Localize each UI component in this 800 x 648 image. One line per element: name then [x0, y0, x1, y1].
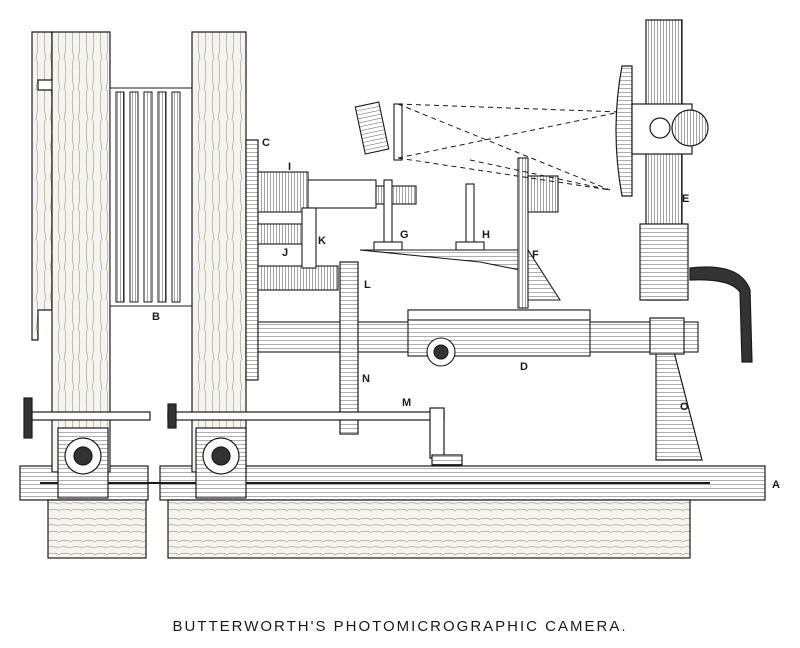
drive-lever [339, 261, 359, 435]
label-o: O [680, 401, 689, 413]
label-l: L [364, 279, 371, 291]
label-i: I [288, 161, 291, 173]
bellows [109, 87, 193, 307]
label-j: J [282, 247, 288, 259]
support-bracket [649, 317, 703, 461]
base-board [19, 465, 766, 559]
rear-standard [31, 31, 111, 473]
label-h: H [482, 229, 490, 241]
light-rays [397, 103, 621, 191]
figure-caption: BUTTERWORTH'S PHOTOMICROGRAPHIC CAMERA. [172, 618, 628, 635]
illuminator-column [615, 19, 753, 363]
label-n: N [362, 373, 370, 385]
label-d: D [520, 361, 528, 373]
optical-rail [257, 309, 699, 367]
pinion-boxes [57, 427, 247, 499]
front-standard [191, 31, 259, 473]
focusing-rods [257, 171, 417, 291]
label-c: C [262, 137, 270, 149]
control-shaft [23, 397, 463, 466]
label-m: M [402, 397, 411, 409]
label-k: K [318, 235, 326, 247]
stage-table [354, 101, 562, 309]
label-a: A [772, 479, 780, 491]
label-g: G [400, 229, 409, 241]
label-e: E [682, 193, 689, 205]
label-f: F [532, 249, 539, 261]
label-b: B [152, 311, 160, 323]
